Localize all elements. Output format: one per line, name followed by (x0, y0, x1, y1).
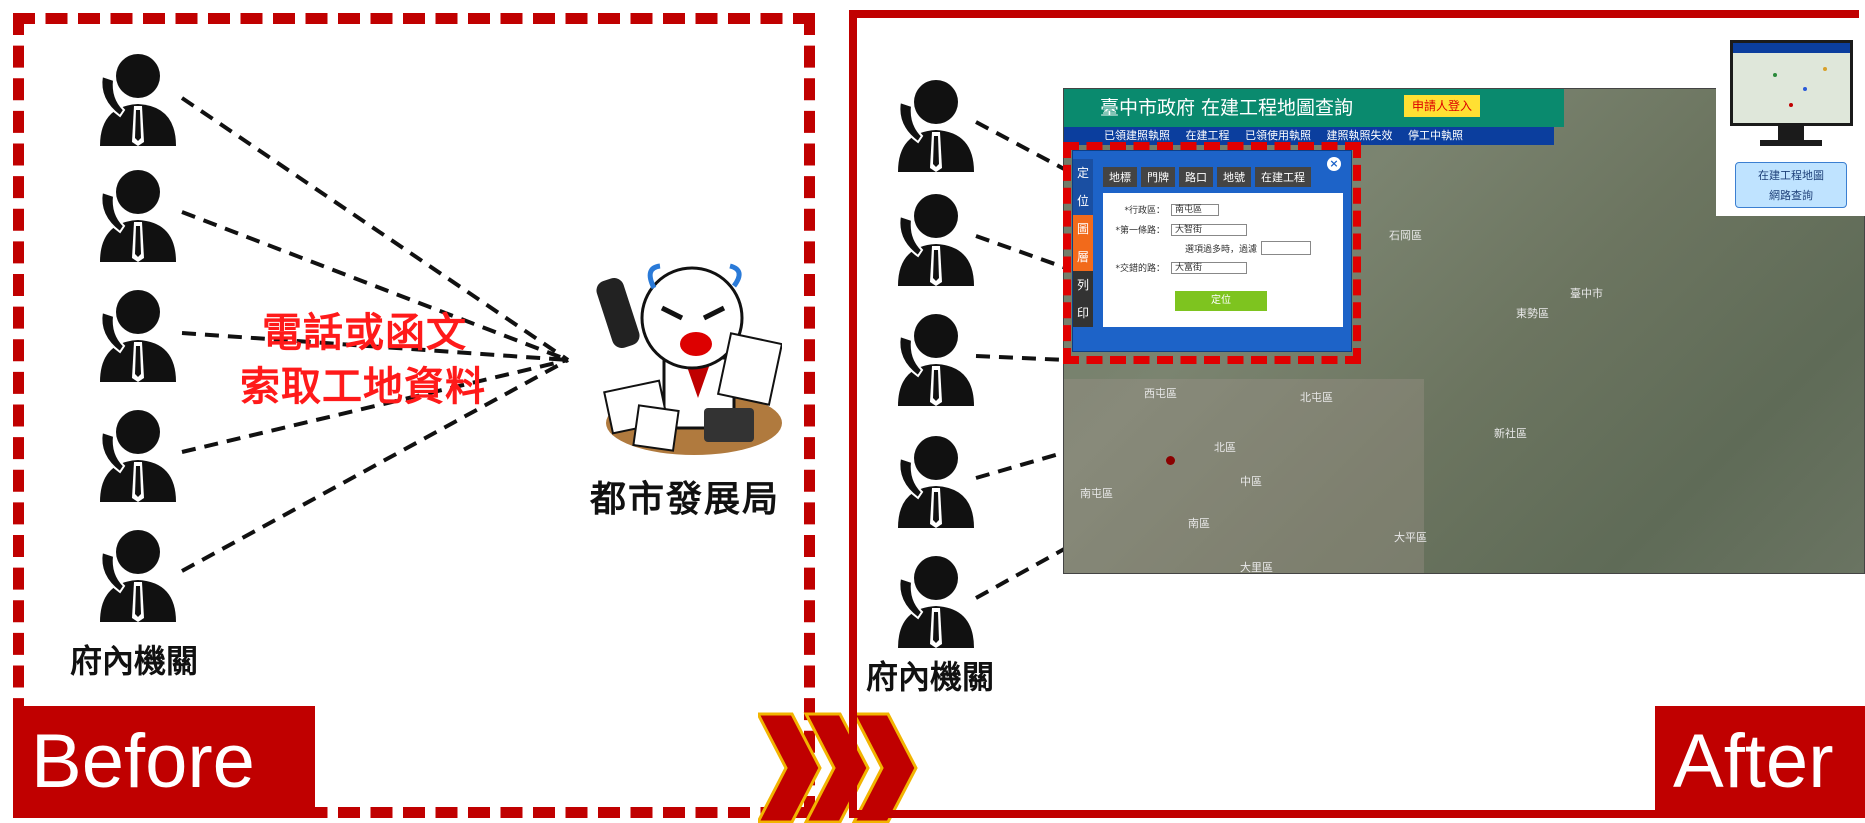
side-tab[interactable]: 定 (1073, 159, 1093, 187)
tab-landmark[interactable]: 地標 (1103, 167, 1137, 187)
road1-row: *第一條路： 大智街 (1111, 223, 1247, 236)
side-tab[interactable]: 圖 (1073, 215, 1093, 243)
place-label: 南區 (1188, 517, 1210, 530)
place-label: 臺中市 (1570, 287, 1603, 300)
side-tab[interactable]: 列 (1073, 271, 1093, 299)
map-filter-bar: 已領建照執照 在建工程 已領使用執照 建照執照失效 停工中執照 (1064, 127, 1554, 145)
location-pin-icon (1166, 456, 1175, 465)
tab-construction[interactable]: 在建工程 (1255, 167, 1311, 187)
filter-checkbox[interactable]: 已領使用執照 (1245, 129, 1311, 142)
monitor-illustration: 在建工程地圖 網路查詢 (1716, 34, 1865, 216)
place-label: 大平區 (1394, 531, 1427, 544)
road2-select[interactable]: 大富街 (1171, 261, 1247, 274)
monitor-caption-line2: 網路查詢 (1769, 189, 1813, 202)
monitor-caption: 在建工程地圖 網路查詢 (1735, 162, 1847, 208)
place-label: 石岡區 (1389, 229, 1422, 242)
before-panel (13, 13, 815, 818)
close-icon[interactable]: × (1327, 157, 1341, 171)
district-select[interactable]: 南屯區 (1171, 203, 1219, 216)
tab-address[interactable]: 門牌 (1141, 167, 1175, 187)
place-label: 西屯區 (1144, 387, 1177, 400)
place-label: 東勢區 (1516, 307, 1549, 320)
place-label: 新社區 (1494, 427, 1527, 440)
locate-button[interactable]: 定位 (1175, 291, 1267, 311)
request-label-line2: 索取工地資料 (240, 364, 486, 410)
side-tab[interactable]: 印 (1073, 299, 1093, 327)
filter-hint: 選項過多時，過濾 (1185, 241, 1312, 255)
dialog-side-tabs: 定 位 圖 層 列 印 (1073, 159, 1093, 327)
after-tag: After (1655, 706, 1865, 818)
tab-land-number[interactable]: 地號 (1217, 167, 1251, 187)
filter-checkbox[interactable]: 停工中執照 (1408, 129, 1463, 142)
dept-label-after: 府內機關 (866, 658, 995, 696)
login-button[interactable]: 申請人登入 (1404, 95, 1480, 117)
place-label: 大里區 (1240, 561, 1273, 574)
phone-person-icon (892, 548, 976, 648)
place-label: 南屯區 (1080, 487, 1113, 500)
after-panel (849, 10, 1859, 818)
side-tab[interactable]: 位 (1073, 187, 1093, 215)
filter-input[interactable] (1261, 241, 1312, 255)
bureau-label: 都市發展局 (590, 479, 781, 520)
locate-dialog: 定 位 圖 層 列 印 地標 門牌 路口 地號 在建工程 × *行政區： 南屯區… (1072, 150, 1352, 352)
filter-checkbox[interactable]: 在建工程 (1185, 129, 1230, 142)
place-label: 北區 (1214, 441, 1236, 454)
phone-person-icon (94, 402, 178, 502)
filter-hint-text: 選項過多時，過濾 (1185, 244, 1258, 255)
phone-person-icon (892, 428, 976, 528)
tab-intersection[interactable]: 路口 (1179, 167, 1213, 187)
filter-checkbox[interactable]: 已領建照執照 (1104, 129, 1170, 142)
phone-person-icon (94, 522, 178, 622)
district-label: *行政區： (1124, 206, 1165, 216)
road2-label: *交錯的路： (1115, 264, 1165, 274)
phone-person-icon (94, 282, 178, 382)
road2-row: *交錯的路： 大富街 (1111, 261, 1247, 274)
road1-label: *第一條路： (1115, 226, 1165, 236)
phone-person-icon (892, 72, 976, 172)
map-title: 臺中市政府 在建工程地圖查詢 (1064, 89, 1564, 127)
dept-label-before: 府內機關 (70, 642, 199, 680)
place-label: 北屯區 (1300, 391, 1333, 404)
phone-person-icon (892, 186, 976, 286)
dialog-tabs: 地標 門牌 路口 地號 在建工程 (1103, 167, 1311, 187)
dialog-highlight-outline (1063, 142, 1361, 364)
filter-checkbox[interactable]: 建照執照失效 (1326, 129, 1393, 142)
district-row: *行政區： 南屯區 (1111, 203, 1219, 216)
place-label: 中區 (1240, 475, 1262, 488)
phone-person-icon (892, 306, 976, 406)
monitor-screen (1730, 40, 1853, 126)
monitor-caption-line1: 在建工程地圖 (1758, 169, 1824, 182)
side-tab[interactable]: 層 (1073, 243, 1093, 271)
stressed-worker-illustration (574, 248, 784, 458)
phone-person-icon (94, 162, 178, 262)
request-label-line1: 電話或函文 (262, 310, 467, 356)
before-tag: Before (13, 706, 315, 818)
dialog-form: *行政區： 南屯區 *第一條路： 大智街 選項過多時，過濾 *交錯的路： 大富街… (1103, 193, 1343, 327)
phone-person-icon (94, 46, 178, 146)
urban-area (1064, 379, 1424, 573)
road1-select[interactable]: 大智街 (1171, 223, 1247, 236)
